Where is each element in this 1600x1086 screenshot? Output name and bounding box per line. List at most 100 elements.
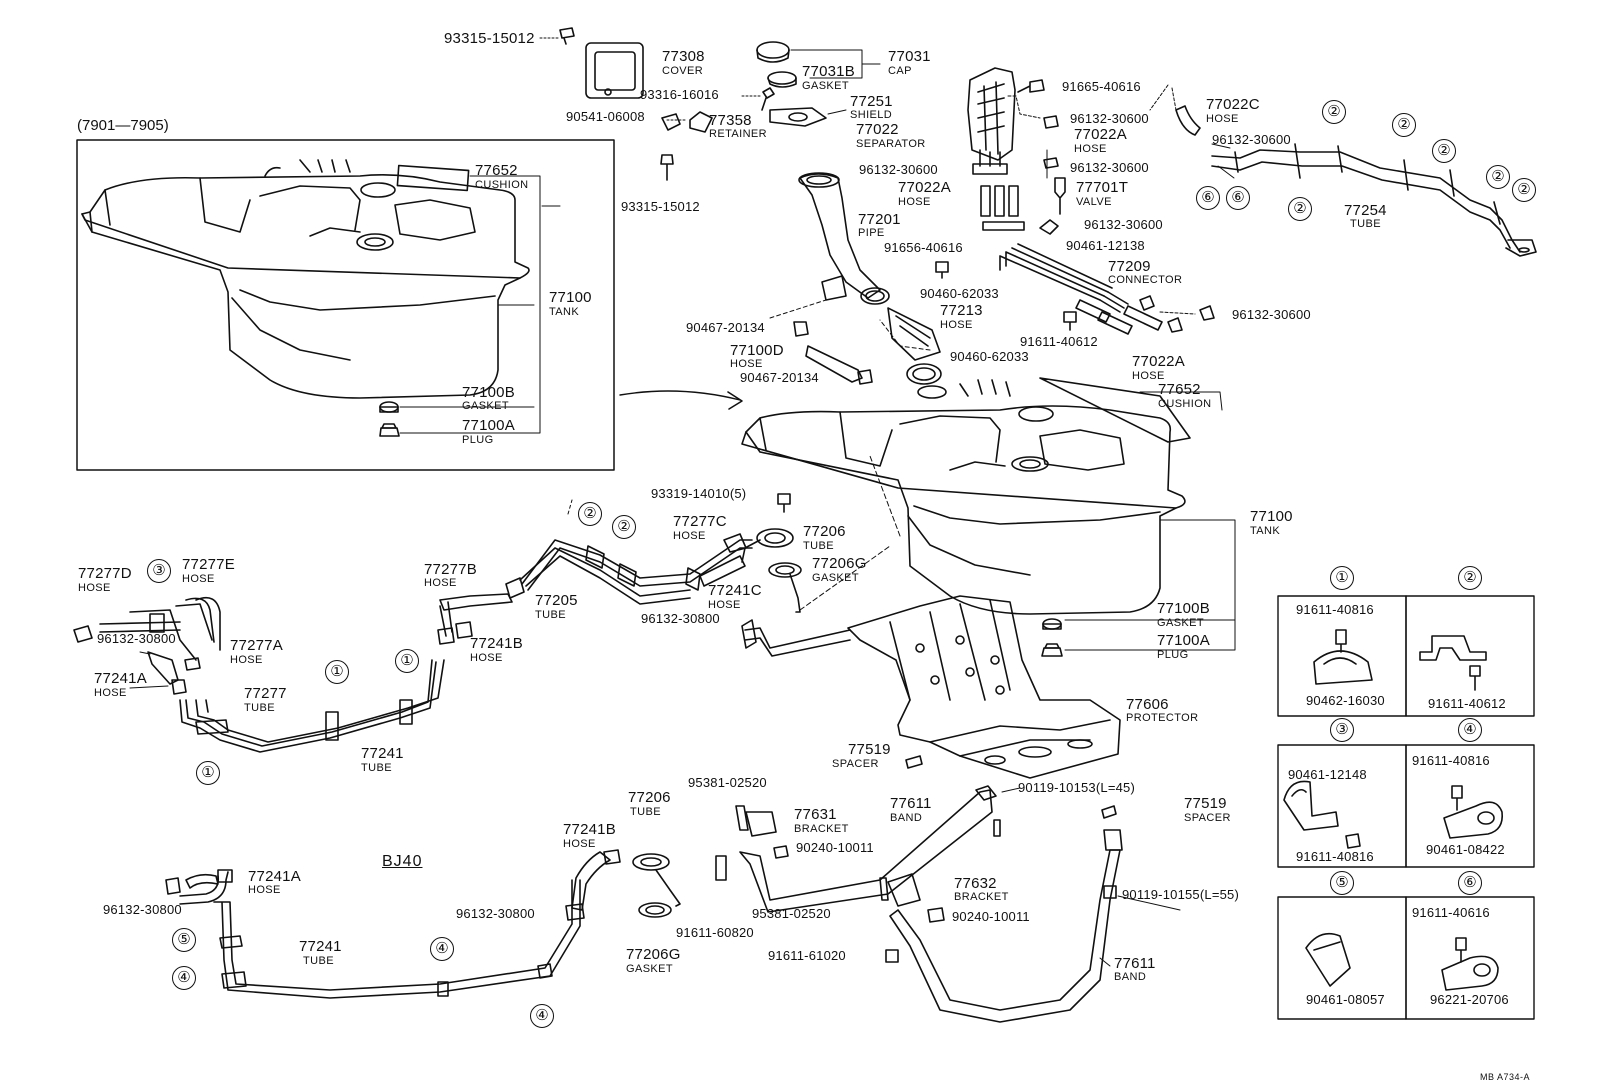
- part-number: 77241A: [94, 670, 147, 687]
- part-name: HOSE: [563, 838, 596, 850]
- part-name: BRACKET: [794, 823, 849, 835]
- part-number: 77277: [244, 685, 287, 702]
- part-number: 77100A: [1157, 632, 1210, 649]
- part-number: 77277D: [78, 565, 132, 582]
- band-77611-upper: [739, 789, 993, 913]
- part-name: HOSE: [673, 530, 706, 542]
- detail-part-number: 90461-08422: [1426, 842, 1505, 857]
- callout-1: ①: [395, 649, 419, 673]
- part-number: 77209: [1108, 258, 1151, 275]
- part-number: 77100B: [1157, 600, 1210, 617]
- detail-part-number: 90461-12148: [1288, 767, 1367, 782]
- callout-4: ④: [530, 1004, 554, 1028]
- detail-box-6: [1405, 896, 1535, 1020]
- detail-box-4-number: ④: [1458, 718, 1482, 742]
- detail-box-3-number: ③: [1330, 718, 1354, 742]
- part-name: HOSE: [424, 577, 457, 589]
- part-number: 77031B: [802, 63, 855, 80]
- detail-box-1-number: ①: [1330, 566, 1354, 590]
- part-number: 90460-62033: [950, 349, 1029, 364]
- callout-4: ④: [430, 937, 454, 961]
- part-number: 96132-30800: [103, 902, 182, 917]
- part-number: 77631: [794, 806, 837, 823]
- part-name: TANK: [549, 306, 580, 318]
- part-name: COVER: [662, 65, 704, 77]
- detail-part-number: 91611-40816: [1296, 602, 1374, 617]
- part-number: 91611-61020: [768, 948, 846, 963]
- part-number: 77632: [954, 875, 997, 892]
- part-number: 77100: [549, 289, 592, 306]
- part-number: 96132-30800: [456, 906, 535, 921]
- part-name: PIPE: [858, 227, 885, 239]
- part-number: 77519: [848, 741, 891, 758]
- part-number: 96132-30800: [97, 631, 176, 646]
- part-number: 90460-62033: [920, 286, 999, 301]
- part-number: 96132-30600: [1070, 160, 1149, 175]
- detail-box-6-number: ⑥: [1458, 871, 1482, 895]
- part-name: HOSE: [730, 358, 763, 370]
- part-number: 96132-30800: [641, 611, 720, 626]
- part-name: SEPARATOR: [856, 138, 926, 150]
- part-number: 91611-40612: [1020, 334, 1098, 349]
- drawing-reference: MB A734-A: [1480, 1072, 1531, 1082]
- part-number: 77206: [628, 789, 671, 806]
- part-number: 77611: [890, 795, 932, 812]
- part-number: 77358: [709, 112, 752, 129]
- detail-box-4: [1405, 744, 1535, 868]
- part-name: CONNECTOR: [1108, 274, 1183, 286]
- part-name: TUBE: [630, 806, 661, 818]
- callout-2: ②: [1432, 139, 1456, 163]
- part-name: GASKET: [462, 400, 510, 412]
- part-name: PLUG: [1157, 649, 1189, 661]
- part-number: 77206G: [626, 946, 681, 963]
- part-number: 93315-15012: [444, 30, 535, 47]
- part-number: 93316-16016: [640, 87, 719, 102]
- part-number: 77611: [1114, 955, 1156, 972]
- callout-2: ②: [1322, 100, 1346, 124]
- part-number: 77241: [361, 745, 404, 762]
- band-77611-lower: [889, 849, 1121, 1023]
- protector-77606: [847, 595, 1121, 779]
- detail-part-number: 91611-40616: [1412, 905, 1490, 920]
- part-number: 77100: [1250, 508, 1293, 525]
- part-number: 91665-40616: [1062, 79, 1141, 94]
- part-number: 77251: [850, 93, 893, 110]
- part-name: HOSE: [1206, 113, 1239, 125]
- part-number: 90240-10011: [952, 909, 1030, 924]
- part-number: 96132-30600: [1232, 307, 1311, 322]
- detail-part-number: 91611-40816: [1296, 849, 1374, 864]
- detail-part-number: 96221-20706: [1430, 992, 1509, 1007]
- part-name: BAND: [890, 812, 923, 824]
- part-name: HOSE: [940, 319, 973, 331]
- part-number: 91611-60820: [676, 925, 754, 940]
- part-name: VALVE: [1076, 196, 1112, 208]
- part-name: HOSE: [1132, 370, 1165, 382]
- part-number: 77201: [858, 211, 901, 228]
- part-number: 77206G: [812, 555, 867, 572]
- part-number: 77308: [662, 48, 705, 65]
- part-number: 77100D: [730, 342, 784, 359]
- callout-6: ⑥: [1196, 186, 1220, 210]
- part-name: GASKET: [812, 572, 860, 584]
- part-number: 77241C: [708, 582, 762, 599]
- part-number: 77701T: [1076, 179, 1129, 196]
- part-number: 77022A: [1074, 126, 1127, 143]
- part-number: 77652: [475, 162, 518, 179]
- part-number: 77254: [1344, 202, 1387, 219]
- part-number: 90467-20134: [686, 320, 765, 335]
- callout-2: ②: [578, 502, 602, 526]
- part-name: BAND: [1114, 971, 1147, 983]
- detail-part-number: 91611-40612: [1428, 696, 1506, 711]
- part-number: 77606: [1126, 696, 1169, 713]
- cover-77308: [585, 42, 644, 99]
- callout-2: ②: [1392, 113, 1416, 137]
- callout-2: ②: [612, 515, 636, 539]
- part-number: 96132-30600: [1070, 111, 1149, 126]
- part-number: 77022A: [898, 179, 951, 196]
- part-name: PLUG: [462, 434, 494, 446]
- part-name: SHIELD: [850, 109, 893, 121]
- inset-tank-drawing: [81, 159, 530, 399]
- part-number: 90541-06008: [566, 109, 645, 124]
- part-number: 77277A: [230, 637, 283, 654]
- part-number: 77519: [1184, 795, 1227, 812]
